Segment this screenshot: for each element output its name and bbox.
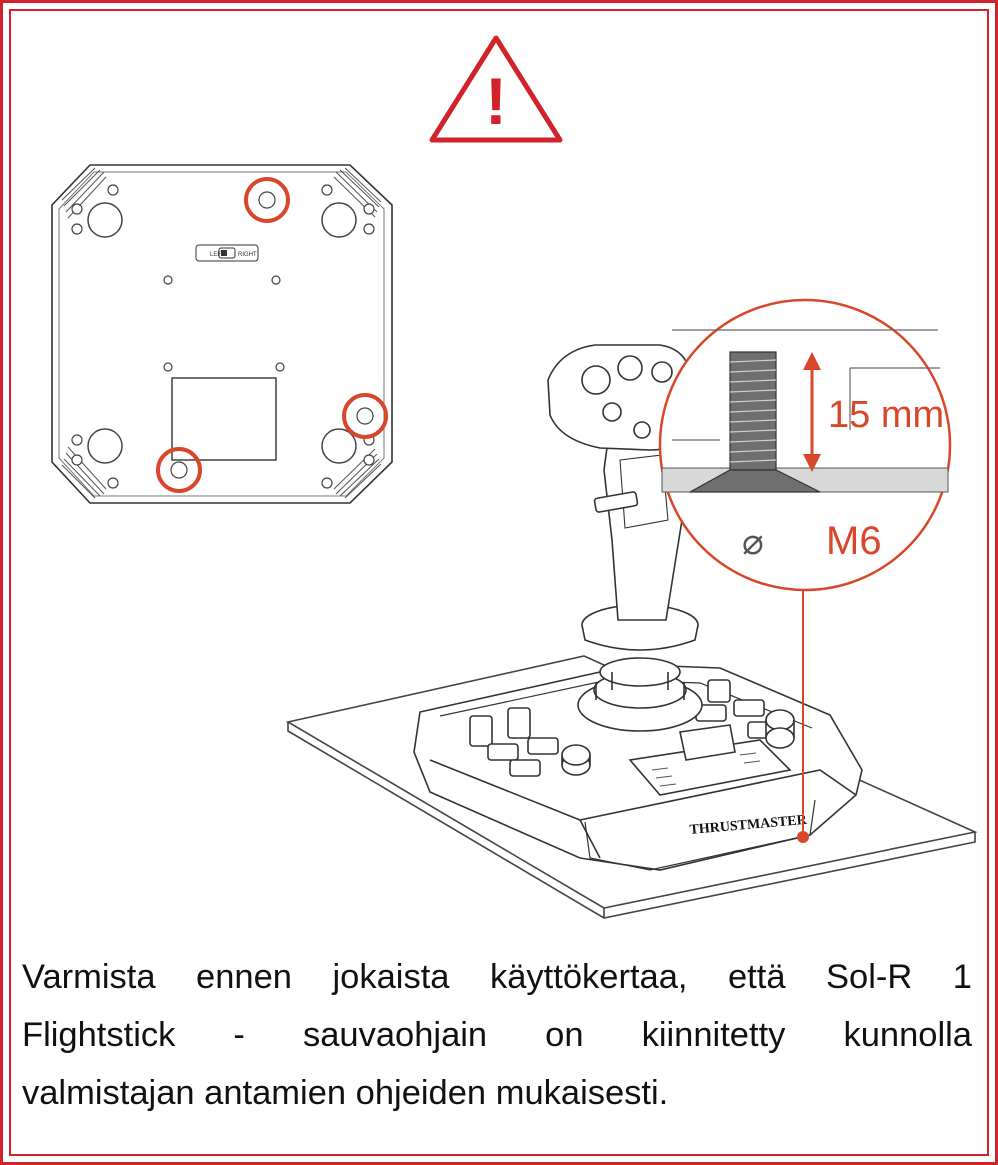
rubber-feet — [87, 202, 357, 464]
notice-line: Flightstick - sauvaohjain on kiinnitetty… — [22, 1016, 972, 1054]
label-recess — [171, 377, 277, 461]
switch-right-label: RIGHT — [238, 252, 257, 258]
left-right-switch — [195, 244, 259, 262]
screw-holes — [71, 184, 375, 489]
base-plate-bottom-view — [51, 164, 393, 504]
zoom-detail-circle: 15 mm ⌀ M6 — [658, 298, 952, 592]
diameter-symbol: ⌀ — [742, 522, 764, 563]
warning-triangle-icon: ! — [429, 35, 563, 143]
switch-left-label: LEFT — [210, 252, 225, 258]
installation-illustration: ! — [51, 35, 978, 919]
thread-label: M6 — [826, 519, 882, 563]
inner-red-border — [9, 9, 989, 1156]
exclamation-mark: ! — [485, 64, 507, 138]
highlighted-mounting-holes — [156, 177, 388, 493]
length-label: 15 mm — [828, 394, 944, 436]
notice-line: valmistajan antamien ohjeiden mukaisesti… — [22, 1074, 669, 1112]
zoom-anchor-dot — [797, 831, 809, 843]
notice-line: Varmista ennen jokaista käyttökertaa, et… — [22, 958, 972, 996]
joystick-base — [413, 664, 863, 871]
safety-notice: Varmista ennen jokaista käyttökertaa, et… — [22, 948, 972, 1122]
length-dimension-arrow — [803, 352, 821, 472]
m6-screw — [689, 351, 821, 493]
